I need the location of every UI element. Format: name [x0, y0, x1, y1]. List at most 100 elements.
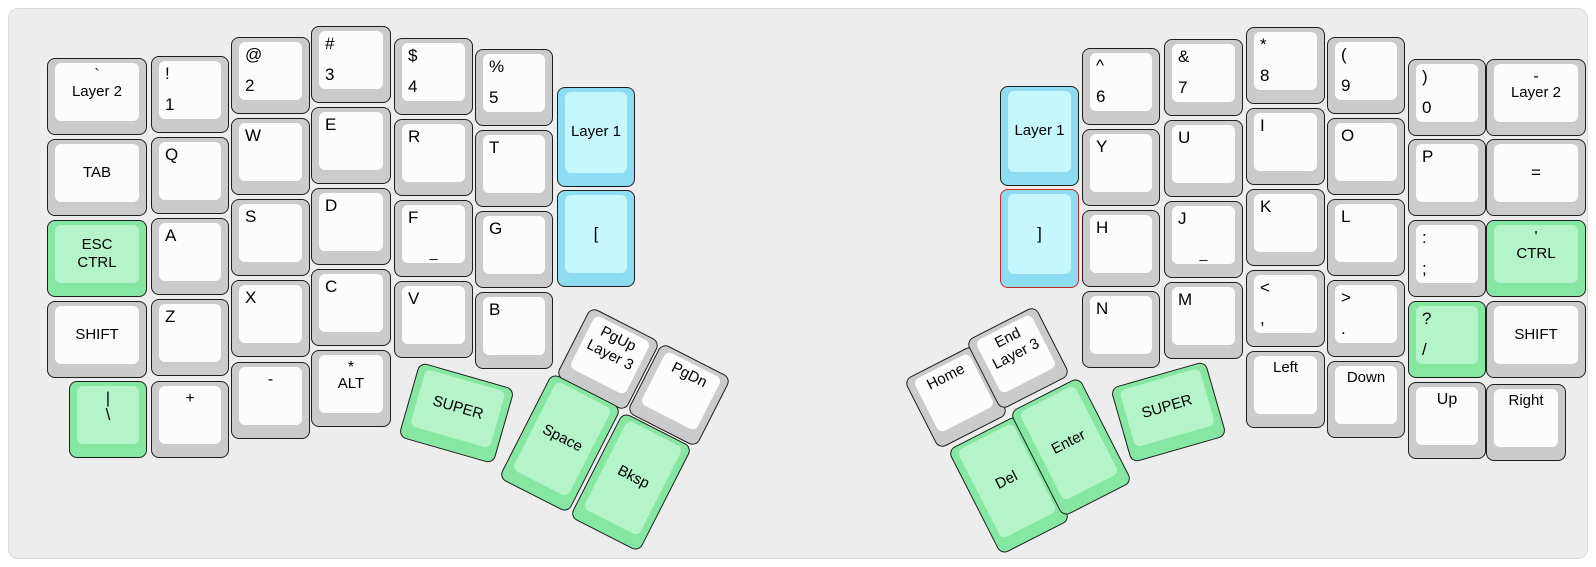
key-comma[interactable]: <, — [1246, 270, 1325, 347]
key-legend-mid: TAB — [82, 163, 112, 181]
key-ast-alt[interactable]: *ALT — [311, 350, 391, 427]
key-r[interactable]: R — [394, 119, 473, 196]
key-down-arrow[interactable]: Down — [1327, 361, 1405, 438]
key-period[interactable]: >. — [1327, 280, 1405, 357]
key-legend-tl: G — [489, 219, 503, 238]
key-3[interactable]: #3 — [311, 26, 391, 103]
key-legend-tc: | — [105, 390, 111, 407]
key-z[interactable]: Z — [151, 299, 229, 376]
key-legend-tl: Y — [1096, 137, 1108, 156]
key-j[interactable]: J_ — [1164, 201, 1243, 278]
key-u[interactable]: U — [1164, 120, 1243, 197]
homing-bar-icon: _ — [429, 243, 438, 260]
keytop — [1172, 206, 1235, 264]
key-equals[interactable]: = — [1486, 139, 1586, 216]
key-legend-tc: * — [347, 359, 355, 376]
key-legend-tc: - — [1533, 68, 1539, 85]
key-0[interactable]: )0 — [1408, 59, 1486, 136]
key-legend-tl: K — [1260, 197, 1272, 216]
key-s[interactable]: S — [231, 199, 310, 276]
key-legend-tl: B — [489, 300, 501, 319]
key-o[interactable]: O — [1327, 118, 1405, 195]
key-rbracket[interactable]: ] — [1000, 189, 1079, 288]
key-minus[interactable]: - — [231, 362, 310, 439]
key-legend-tl: O — [1341, 126, 1355, 145]
key-2[interactable]: @2 — [231, 37, 310, 114]
key-slash[interactable]: ?/ — [1408, 301, 1486, 378]
key-layer1-left[interactable]: Layer 1 — [557, 87, 635, 187]
key-n[interactable]: N — [1082, 291, 1160, 368]
key-e[interactable]: E — [311, 107, 391, 184]
key-grave-layer2[interactable]: `Layer 2 — [47, 58, 147, 135]
key-7[interactable]: &7 — [1164, 39, 1243, 116]
key-9[interactable]: (9 — [1327, 37, 1405, 114]
key-super-right[interactable]: SUPER — [1110, 360, 1227, 464]
key-p[interactable]: P — [1408, 139, 1486, 216]
key-w[interactable]: W — [231, 118, 310, 195]
key-x[interactable]: X — [231, 280, 310, 357]
keytop — [483, 54, 545, 112]
key-6[interactable]: ^6 — [1082, 48, 1160, 125]
key-t[interactable]: T — [475, 130, 553, 207]
key-legend-bl: 5 — [489, 88, 499, 108]
key-legend-tl: P — [1422, 147, 1434, 166]
key-m[interactable]: M — [1164, 282, 1243, 359]
key-f[interactable]: F_ — [394, 200, 473, 277]
key-quote-ctrl[interactable]: 'CTRL — [1486, 220, 1586, 297]
keytop — [77, 386, 139, 444]
key-tab[interactable]: TAB — [47, 139, 147, 216]
key-4[interactable]: $4 — [394, 38, 473, 115]
keytop — [55, 225, 139, 283]
key-c[interactable]: C — [311, 269, 391, 346]
keytop — [565, 195, 627, 273]
key-h[interactable]: H — [1082, 210, 1160, 287]
key-g[interactable]: G — [475, 211, 553, 288]
key-i[interactable]: I — [1246, 108, 1325, 185]
keytop — [1494, 389, 1558, 447]
key-legend-tl: V — [408, 289, 420, 308]
key-legend-bl: 6 — [1096, 87, 1106, 107]
keytop — [1254, 356, 1317, 414]
key-pipe-backslash[interactable]: |\ — [69, 381, 147, 458]
key-k[interactable]: K — [1246, 189, 1325, 266]
key-super-left[interactable]: SUPER — [398, 361, 515, 465]
key-1[interactable]: !1 — [151, 56, 229, 133]
key-legend-tl: S — [245, 207, 257, 226]
keytop — [483, 297, 545, 355]
key-q[interactable]: Q — [151, 137, 229, 214]
key-v[interactable]: V — [394, 281, 473, 358]
key-legend-bl: 7 — [1178, 78, 1188, 98]
key-legend-bl: 2 — [245, 76, 255, 96]
key-legend-mid: \ — [105, 404, 111, 424]
key-legend-tl: F — [408, 208, 419, 227]
key-plus[interactable]: + — [151, 381, 229, 458]
keytop — [55, 144, 139, 202]
key-b[interactable]: B — [475, 292, 553, 369]
key-legend-tl: J — [1178, 209, 1187, 228]
key-shift-left[interactable]: SHIFT — [47, 301, 147, 378]
key-5[interactable]: %5 — [475, 49, 553, 126]
key-shift-right[interactable]: SHIFT — [1486, 301, 1586, 378]
key-legend-tl: H — [1096, 218, 1109, 237]
key-a[interactable]: A — [151, 218, 229, 295]
key-lbracket[interactable]: [ — [557, 190, 635, 287]
key-legend-tc: ` — [94, 67, 100, 84]
key-d[interactable]: D — [311, 188, 391, 265]
key-legend-bl: 9 — [1341, 76, 1351, 96]
key-y[interactable]: Y — [1082, 129, 1160, 206]
key-layer1-right[interactable]: Layer 1 — [1000, 86, 1079, 186]
key-legend-mid: SHIFT — [1514, 325, 1558, 343]
key-semicolon[interactable]: :; — [1408, 220, 1486, 297]
key-left-arrow[interactable]: Left — [1246, 351, 1325, 428]
keytop — [1172, 287, 1235, 345]
key-8[interactable]: *8 — [1246, 27, 1325, 104]
key-right-arrow[interactable]: Right — [1486, 384, 1566, 461]
keytop — [402, 43, 465, 101]
key-up-arrow[interactable]: Up — [1408, 382, 1486, 459]
keytop — [1335, 204, 1397, 262]
key-l[interactable]: L — [1327, 199, 1405, 276]
key-minus-layer2[interactable]: -Layer 2 — [1486, 59, 1586, 136]
keytop — [239, 285, 302, 343]
